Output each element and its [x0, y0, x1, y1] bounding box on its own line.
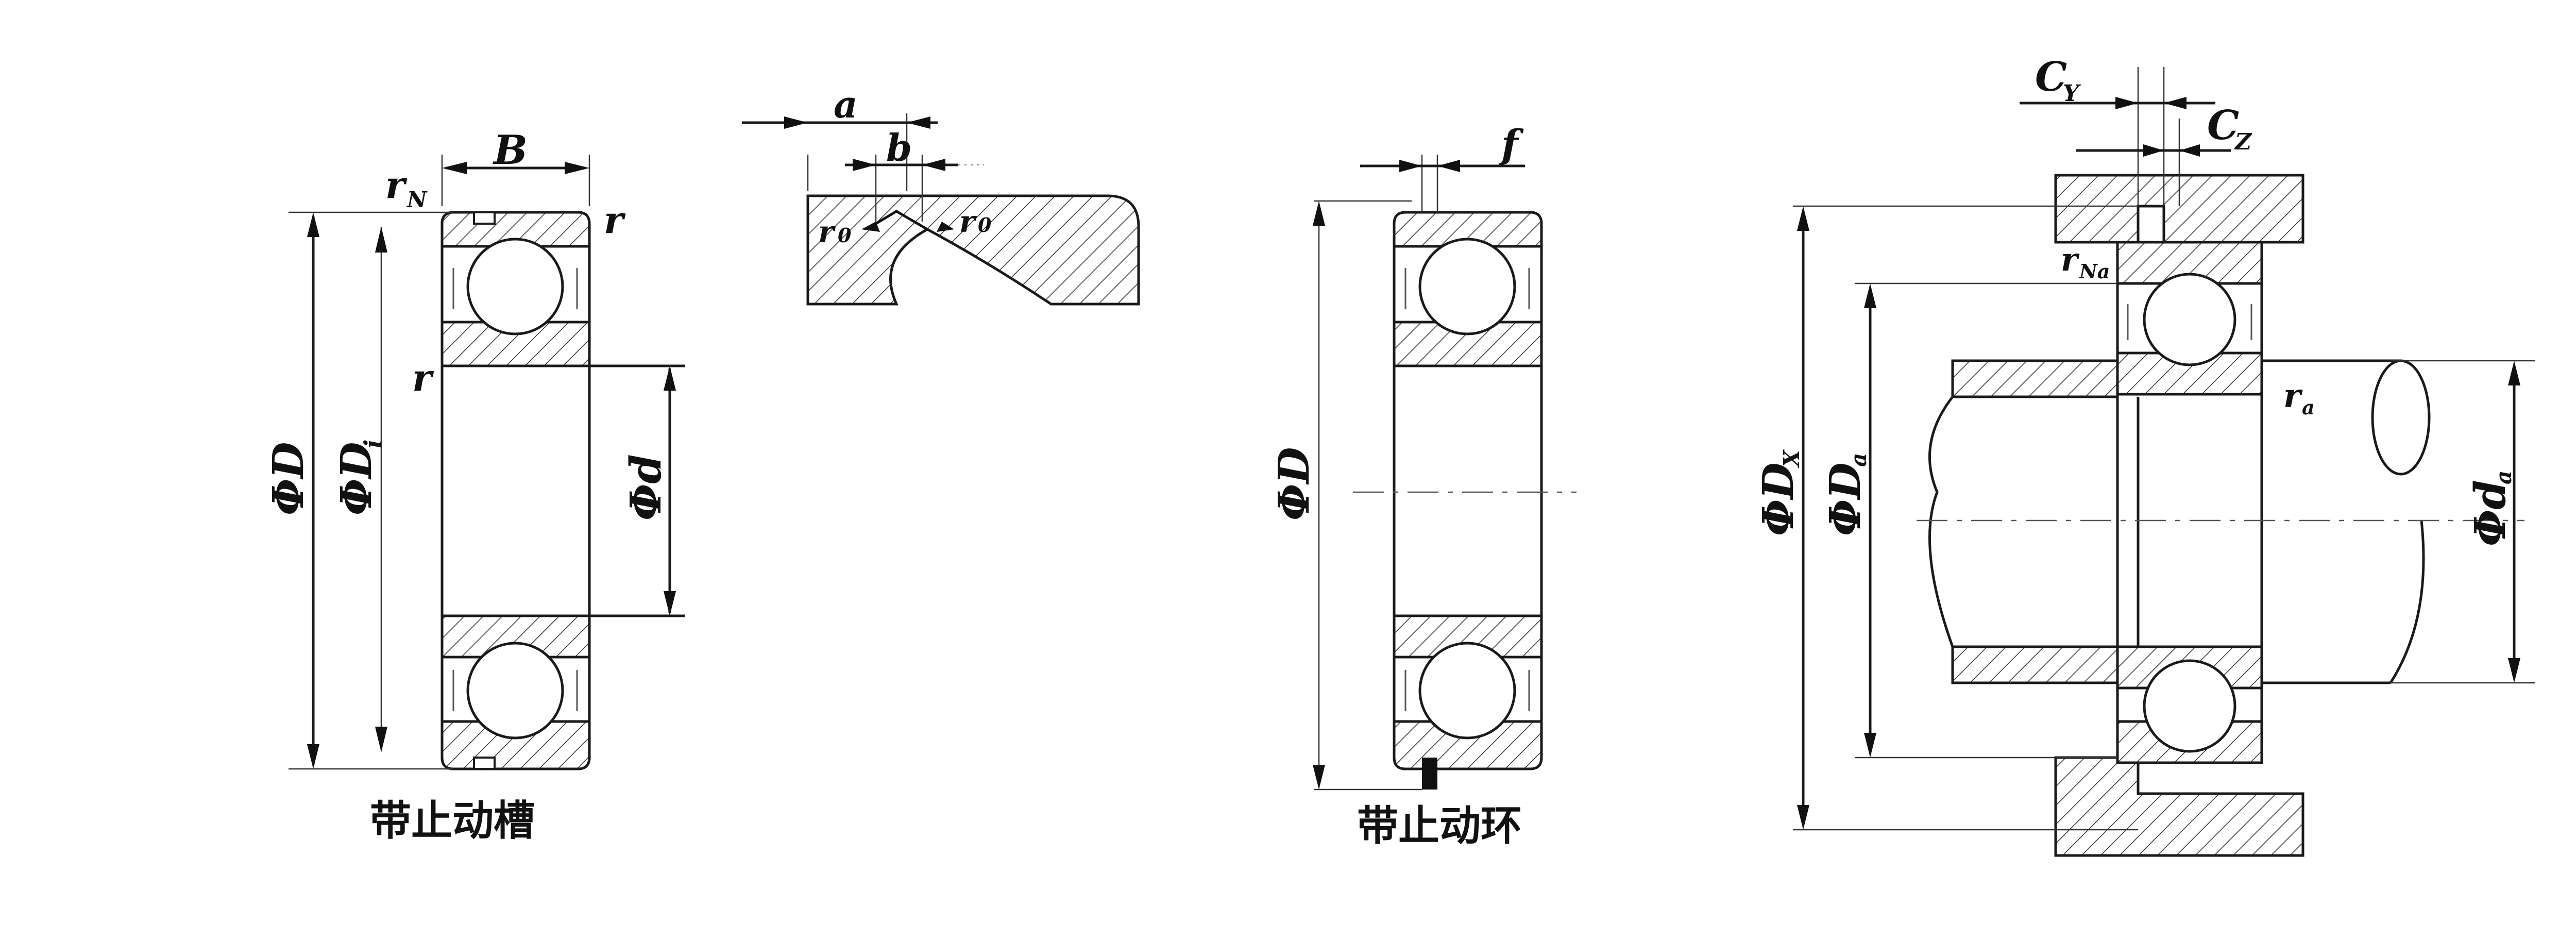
ball-bottom [466, 642, 564, 740]
arrow-up [375, 227, 387, 253]
housing-bottom [2054, 756, 2304, 857]
arrow-up [1797, 206, 1809, 231]
outer-ring-section [806, 194, 1140, 306]
arrow-right [853, 159, 876, 171]
cage-bottom [1404, 670, 1530, 711]
label-B: B [493, 127, 528, 174]
label-phiDa: ΦD [1821, 462, 1870, 536]
outer-ring-top [1393, 211, 1543, 248]
label-phid: Φd [621, 454, 671, 521]
label-rN-subscript: N [406, 187, 428, 212]
ball-bottom [1418, 642, 1516, 740]
label-C1-subscript: Y [2063, 80, 2081, 107]
arrow-right [2115, 97, 2138, 109]
shaft-break-left [1928, 396, 1954, 647]
ball-top [2143, 273, 2236, 366]
figure-snap-groove: B r N r r ΦD ΦD i Φd 带止动槽 [264, 127, 685, 845]
cage-top [2127, 304, 2252, 340]
arrow-down [307, 744, 319, 769]
arrow-left [907, 116, 930, 129]
label-rNa-subscript: Na [2079, 260, 2110, 283]
snap-groove-top [473, 211, 496, 225]
label-phida: Φd [2466, 480, 2515, 546]
ball-top [1418, 238, 1516, 335]
arrow-right [2143, 144, 2164, 157]
label-r0-left: r [818, 214, 836, 249]
shaft-shoulder-top [1951, 359, 2119, 398]
arrow-right [784, 116, 808, 129]
label-phiDx: ΦD [1754, 462, 1803, 536]
label-r0-right-subscript: 0 [978, 213, 992, 237]
arrow-down [1313, 765, 1325, 790]
snap-ring [1422, 758, 1437, 790]
label-r-middle: r [412, 356, 434, 399]
arrow-right [1399, 160, 1422, 172]
cage-top [1404, 268, 1530, 309]
label-phiDi-subscript: i [359, 440, 387, 448]
arrow-up [307, 212, 319, 237]
arrow-down [375, 727, 387, 752]
label-rN: r [385, 163, 408, 207]
label-phiD: ΦD [264, 442, 313, 515]
arrow-up [1313, 201, 1325, 226]
shaft-shoulder-bottom [1951, 645, 2119, 684]
arrow-left [2164, 97, 2187, 109]
label-C2-subscript: Z [2234, 129, 2252, 155]
label-r0-left-subscript: 0 [838, 224, 852, 247]
label-a: a [834, 82, 858, 126]
label-phiD: ΦD [1269, 447, 1319, 521]
label-ra-subscript: a [2302, 396, 2315, 419]
arrow-right [565, 162, 589, 174]
label-C1: C [2035, 54, 2067, 100]
label-r0-right: r [959, 204, 977, 239]
caption-snap-groove: 带止动槽 [370, 796, 535, 845]
label-phiDi: ΦD [332, 442, 381, 515]
outer-ring-bottom [1393, 720, 1543, 770]
shaft-break-right-bottom [2389, 520, 2425, 684]
arrow-left [922, 159, 945, 171]
label-rNa: r [2061, 241, 2080, 278]
arrow-down [1797, 805, 1809, 830]
arrow-r0-left [861, 222, 880, 232]
cage-bottom [452, 670, 578, 711]
label-phida-subscript: a [2491, 471, 2516, 484]
arrow-down [1864, 733, 1876, 758]
figure-mounting: C Y C Z r Na r a ΦD X ΦD a Φd a [1754, 54, 2535, 857]
arrow-up [664, 366, 676, 391]
snap-groove-bottom [473, 757, 496, 770]
figure-snap-ring: f ΦD 带止动环 [1269, 121, 1577, 850]
ball-bottom [2143, 659, 2236, 753]
arrow-left [442, 162, 467, 174]
ball-top [466, 238, 564, 335]
arrow-left [2179, 144, 2200, 157]
label-phiDx-subscript: X [1779, 449, 1804, 468]
groove-profile [870, 210, 928, 231]
label-phiDa-subscript: a [1846, 453, 1871, 467]
label-f: f [1499, 121, 1524, 167]
label-b: b [886, 126, 912, 170]
figure-groove-detail: a b r 0 r 0 [742, 82, 1140, 306]
label-ra: r [2283, 377, 2303, 415]
shaft-break-right-top [2371, 359, 2431, 476]
caption-snap-ring: 带止动环 [1357, 801, 1522, 850]
label-C2: C [2207, 102, 2239, 149]
arrow-up [1864, 283, 1876, 308]
arrow-down [2508, 658, 2520, 683]
cage-top [452, 268, 578, 309]
arrow-down [664, 591, 676, 616]
arrow-r0-right [937, 222, 954, 232]
label-r-top: r [604, 198, 626, 242]
arrow-left [1437, 160, 1460, 172]
arrow-up [2508, 361, 2520, 385]
